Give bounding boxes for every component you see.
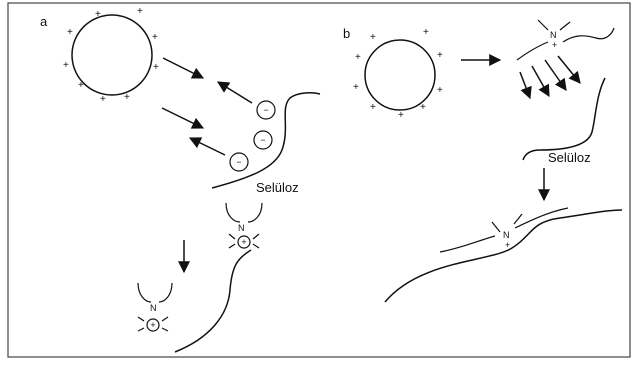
panel-a-particle-charges: + + + + + + + + + [63, 6, 159, 105]
particle-charge: + [137, 6, 143, 17]
particle-charge: + [63, 60, 69, 71]
particle-charge: + [95, 9, 101, 20]
panel-b-bond-arrows [519, 55, 581, 100]
svg-text:N: N [238, 223, 245, 233]
panel-a-particle [71, 14, 153, 96]
particle-charge: + [423, 27, 429, 38]
negative-charge: − [229, 152, 249, 172]
svg-text:N: N [503, 230, 510, 240]
panel-a: a + + + + + + + + + − − − [40, 6, 321, 353]
svg-text:+: + [552, 40, 557, 50]
particle-charge: + [152, 32, 158, 43]
particle-charge: + [355, 52, 361, 63]
particle-charge: + [67, 27, 73, 38]
particle-charge: + [437, 50, 443, 61]
svg-text:−: − [236, 157, 241, 167]
cellulose-surface-curve [522, 77, 606, 161]
particle-charge: + [398, 110, 404, 121]
panel-a-label: a [40, 14, 48, 29]
modifier-bound-to-cellulose: N + [439, 207, 569, 253]
panel-b-label: b [343, 26, 350, 41]
svg-text:N: N [150, 303, 157, 313]
particle-charge: + [100, 94, 106, 105]
panel-a-surface-label: Selüloz [256, 180, 299, 195]
figure-frame [7, 2, 631, 358]
cationic-modifier-top: N + [516, 19, 615, 61]
particle-charge: + [420, 102, 426, 113]
particle-charge: + [437, 85, 443, 96]
particle-charge: + [78, 80, 84, 91]
svg-text:−: − [263, 105, 268, 115]
negative-charge: − [253, 130, 273, 150]
quaternary-amine-lower: N + [137, 282, 173, 332]
panel-b-particle [364, 39, 436, 111]
svg-text:+: + [241, 237, 246, 247]
svg-text:N: N [550, 30, 557, 40]
quaternary-amine-upper: N + [225, 202, 263, 249]
negative-charge: − [256, 100, 276, 120]
particle-charge: + [124, 92, 130, 103]
svg-text:−: − [260, 135, 265, 145]
svg-text:+: + [505, 240, 510, 250]
particle-charge: + [153, 62, 159, 73]
arrow-surface-to-particle [216, 81, 253, 104]
particle-charge: + [370, 32, 376, 43]
particle-charge: + [353, 82, 359, 93]
arrow-particle-to-surface [162, 57, 205, 79]
panel-b-surface-label: Selüloz [548, 150, 591, 165]
arrow-surface-to-particle [188, 137, 226, 156]
panel-b-particle-charges: + + + + + + + + + [353, 27, 443, 121]
svg-text:+: + [150, 320, 155, 330]
arrow-particle-to-surface [161, 107, 205, 129]
cellulose-surface-curve [211, 92, 321, 189]
cellulose-chain-lower [174, 249, 252, 353]
particle-charge: + [370, 102, 376, 113]
cellulose-fiber-lower [384, 209, 623, 303]
panel-b: b + + + + + + + + + N + [343, 19, 623, 303]
